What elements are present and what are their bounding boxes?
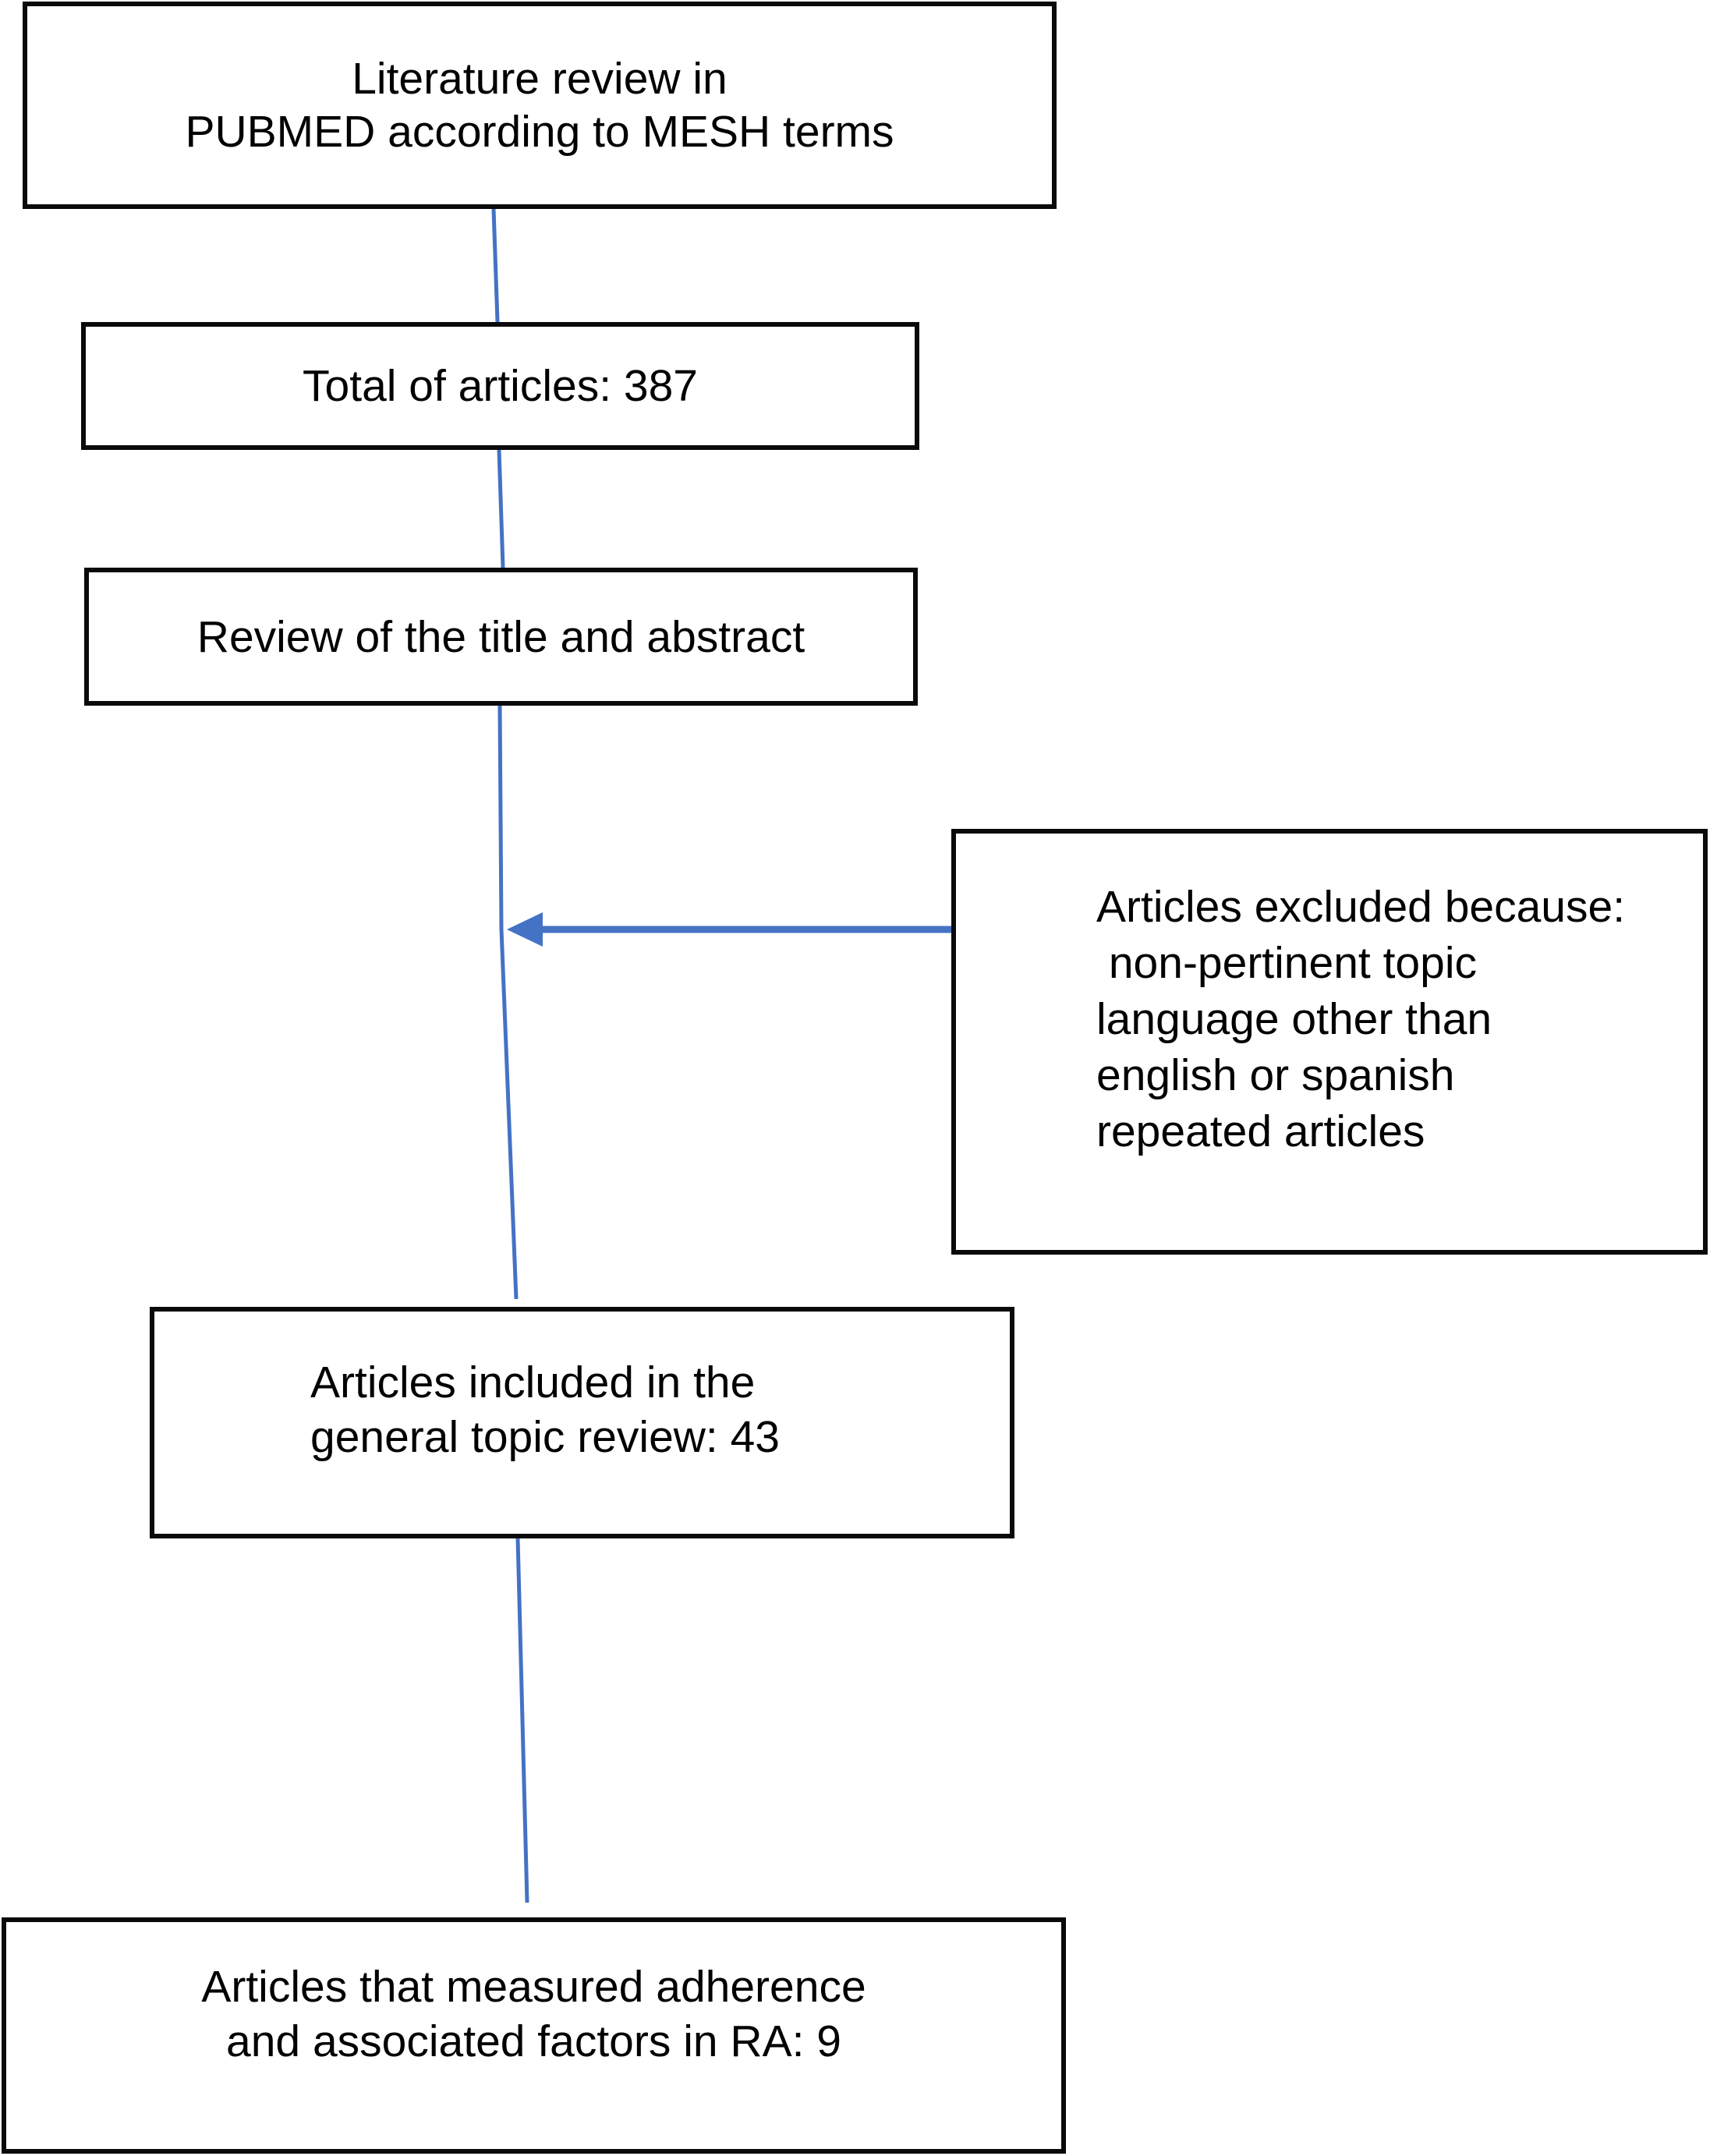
connector-line-top: [491, 208, 500, 323]
box-title-abstract-review-text: Review of the title and abstract: [196, 611, 805, 662]
box-measured-adherence: Articles that measured adherence and ass…: [2, 1917, 1066, 2154]
connector-line-middle: [497, 705, 519, 1300]
connector-line-bottom: [515, 1538, 529, 1903]
box-literature-review: Literature review in PUBMED according to…: [23, 2, 1057, 209]
exclusion-arrowhead-icon: [507, 912, 543, 947]
box-total-articles-text: Total of articles: 387: [303, 361, 698, 411]
box-literature-review-text: Literature review in PUBMED according to…: [185, 54, 894, 157]
box-excluded-reasons: Articles excluded because: non-pertinent…: [951, 829, 1708, 1255]
box-included-general-review: Articles included in the general topic r…: [150, 1307, 1014, 1538]
box-title-abstract-review: Review of the title and abstract: [84, 568, 918, 706]
box-measured-adherence-text: Articles that measured adherence and ass…: [201, 1962, 866, 2066]
box-total-articles: Total of articles: 387: [81, 322, 919, 450]
connector-line-second: [497, 449, 505, 568]
box-included-general-review-text: Articles included in the general topic r…: [310, 1358, 781, 1462]
box-excluded-reasons-text: Articles excluded because: non-pertinent…: [1096, 882, 1626, 1156]
